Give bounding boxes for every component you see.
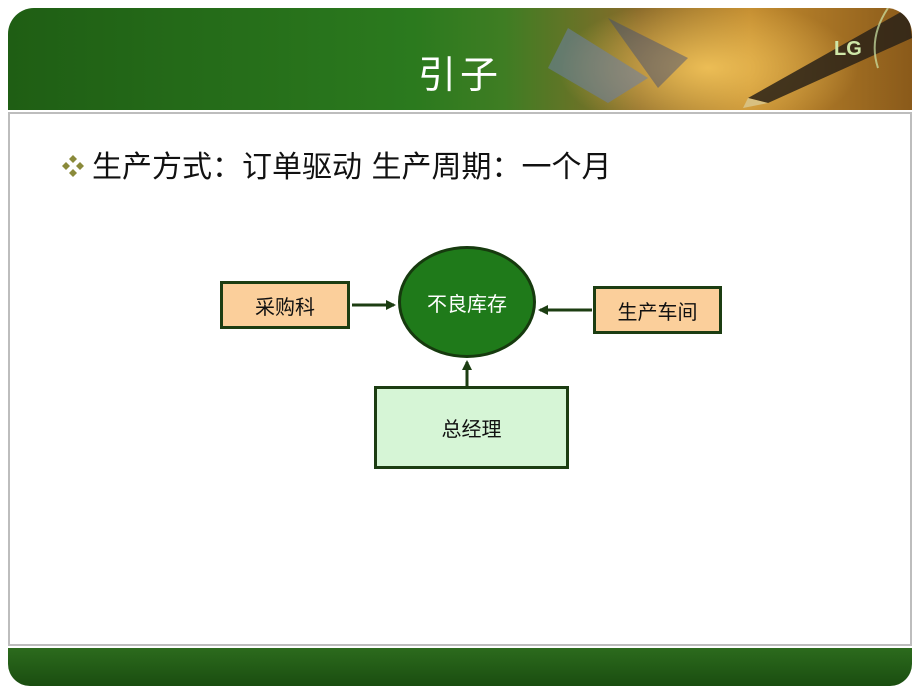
logo: LG xyxy=(834,38,862,60)
node-bad-inventory-label: 不良库存 xyxy=(427,291,507,316)
content-frame xyxy=(8,112,912,646)
bullet-line: 生产方式：订单驱动 生产周期：一个月 xyxy=(60,142,612,186)
header-banner: 引子 LG xyxy=(8,8,912,110)
node-purchasing: 采购科 xyxy=(220,281,350,329)
node-production-workshop-label: 生产车间 xyxy=(617,299,698,324)
diamond-bullet-icon xyxy=(62,154,84,177)
node-bad-inventory: 不良库存 xyxy=(398,246,536,358)
node-purchasing-label: 采购科 xyxy=(255,294,315,319)
node-general-manager: 总经理 xyxy=(374,386,569,469)
pen-decoration-icon xyxy=(548,8,912,110)
footer-bar xyxy=(8,648,912,686)
node-production-workshop: 生产车间 xyxy=(593,286,722,334)
bullet-text: 生产方式：订单驱动 生产周期：一个月 xyxy=(92,150,612,185)
node-general-manager-label: 总经理 xyxy=(441,417,502,441)
page-title: 引子 xyxy=(417,53,502,97)
